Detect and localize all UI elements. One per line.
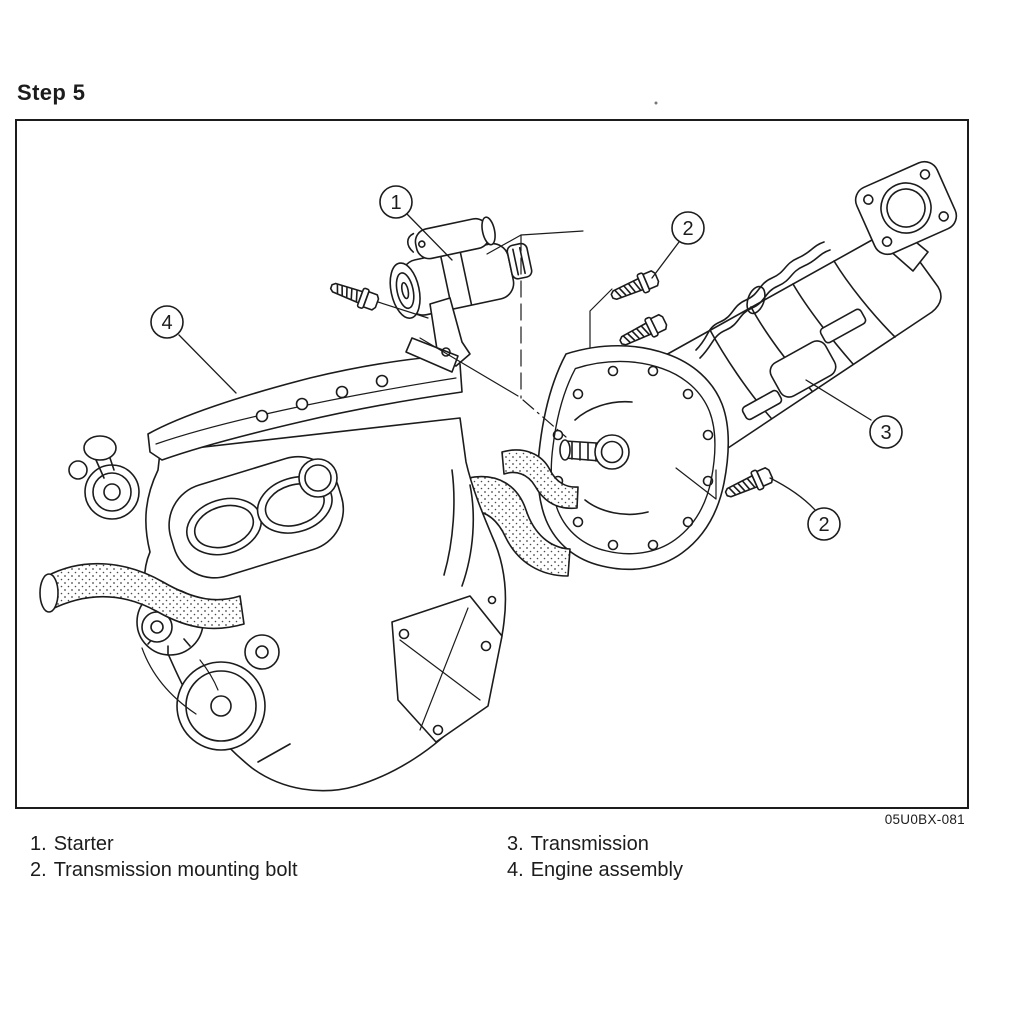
svg-text:4: 4 (161, 312, 172, 334)
radiator-hose (46, 562, 245, 630)
legend-column-right: 3. Transmission 4. Engine assembly (507, 831, 683, 883)
transmission-mounting-bolt-upper-1 (607, 267, 662, 307)
callout-leaders (178, 213, 872, 512)
heater-hose-right-upper (501, 449, 579, 510)
crank-pulley (176, 661, 266, 751)
starter-bolt (327, 276, 382, 314)
legend-label: Transmission (530, 833, 649, 855)
callout-bolt-lower: 2 (807, 507, 841, 541)
legend-number: 3. (507, 833, 524, 855)
heater-hose-right-lower (463, 475, 571, 577)
throttle-body (68, 435, 140, 520)
callout-transmission: 3 (869, 415, 903, 449)
transmission-drawing (537, 160, 958, 571)
engine-mount-plate (391, 595, 503, 743)
legend-item-transmission: 3. Transmission (507, 831, 683, 857)
callout-bolt-upper: 2 (671, 211, 705, 245)
callout-starter: 1 (379, 185, 413, 219)
figure-border (15, 119, 969, 809)
legend-label: Engine assembly (530, 859, 683, 881)
transmission-mounting-bolt-upper-2 (615, 311, 670, 352)
transmission-mounting-bolt-lower (721, 464, 776, 504)
shifter-turret (854, 160, 958, 256)
legend-number: 2. (30, 859, 47, 881)
legend-label: Starter (53, 833, 114, 855)
legend-number: 4. (507, 859, 524, 881)
svg-text:3: 3 (880, 422, 891, 444)
legend-column-left: 1. Starter 2. Transmission mounting bolt (30, 831, 298, 883)
svg-text:2: 2 (818, 514, 829, 536)
input-shaft (559, 434, 630, 470)
alignment-lines (419, 230, 584, 438)
callouts: 1 2 2 3 4 (150, 185, 903, 541)
legend-item-transmission-mounting-bolt: 2. Transmission mounting bolt (30, 857, 298, 883)
legend-item-engine-assembly: 4. Engine assembly (507, 857, 683, 883)
figure-code: 05U0BX-081 (884, 812, 965, 827)
svg-text:1: 1 (390, 192, 401, 214)
scan-speck (654, 101, 658, 105)
svg-text:2: 2 (682, 218, 693, 240)
step-title: Step 5 (17, 80, 86, 105)
water-pump-pulley (244, 634, 280, 670)
engine-assembly-drawing (39, 355, 579, 792)
legend-number: 1. (30, 833, 47, 855)
callout-engine-assembly: 4 (150, 305, 184, 339)
legend-item-starter: 1. Starter (30, 831, 298, 857)
starter-drawing (327, 216, 533, 373)
legend-label: Transmission mounting bolt (53, 859, 298, 881)
